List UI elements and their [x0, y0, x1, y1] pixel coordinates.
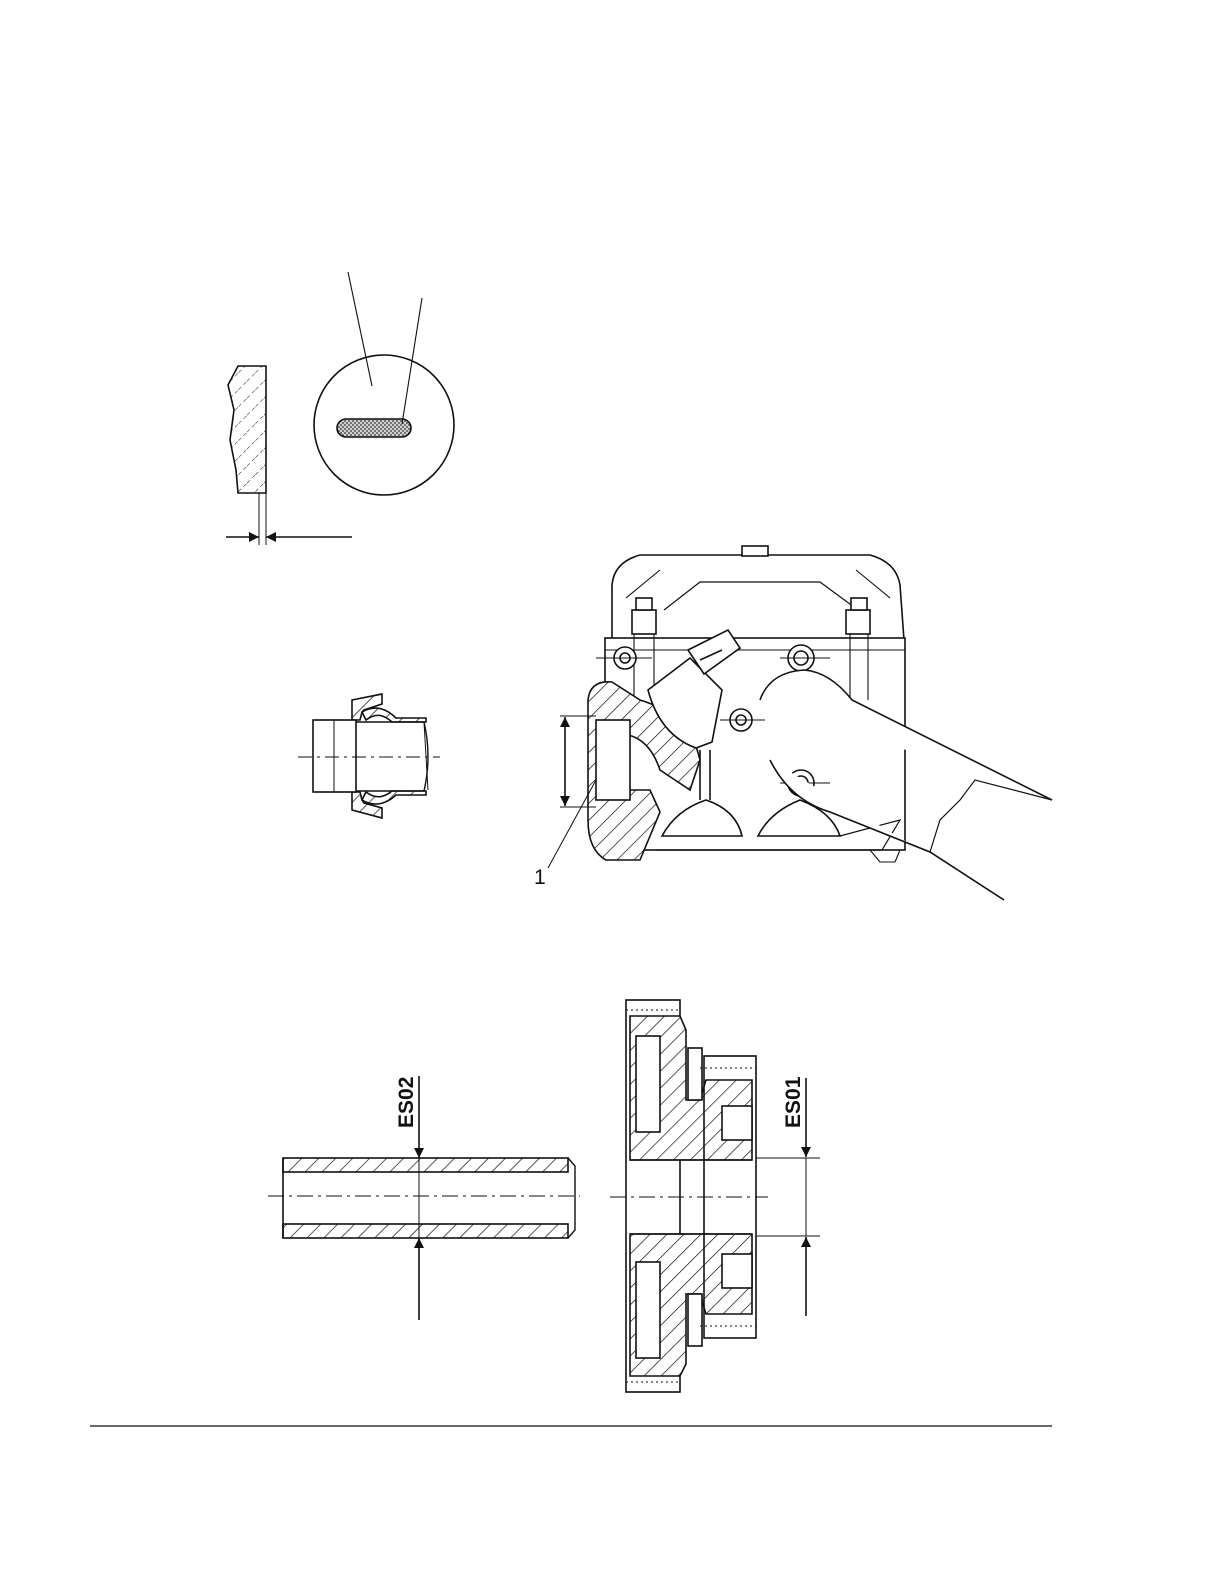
es02-label: ES02: [395, 1077, 418, 1128]
surface-detail-figure: [314, 272, 454, 495]
operator-arm: [760, 670, 1052, 900]
pipe-seat-figure: [298, 694, 440, 818]
wall-section: [228, 366, 266, 493]
callout-1-label: 1: [534, 866, 546, 889]
es01-label: ES01: [782, 1076, 805, 1128]
bushing-wall-top: [283, 1158, 568, 1172]
bushing-wall-bottom: [283, 1224, 568, 1238]
defect-mark: [337, 419, 411, 437]
cylinder-head-figure: [548, 546, 1052, 900]
bushing-figure: [268, 1076, 580, 1320]
flange-figure: [610, 1000, 820, 1392]
